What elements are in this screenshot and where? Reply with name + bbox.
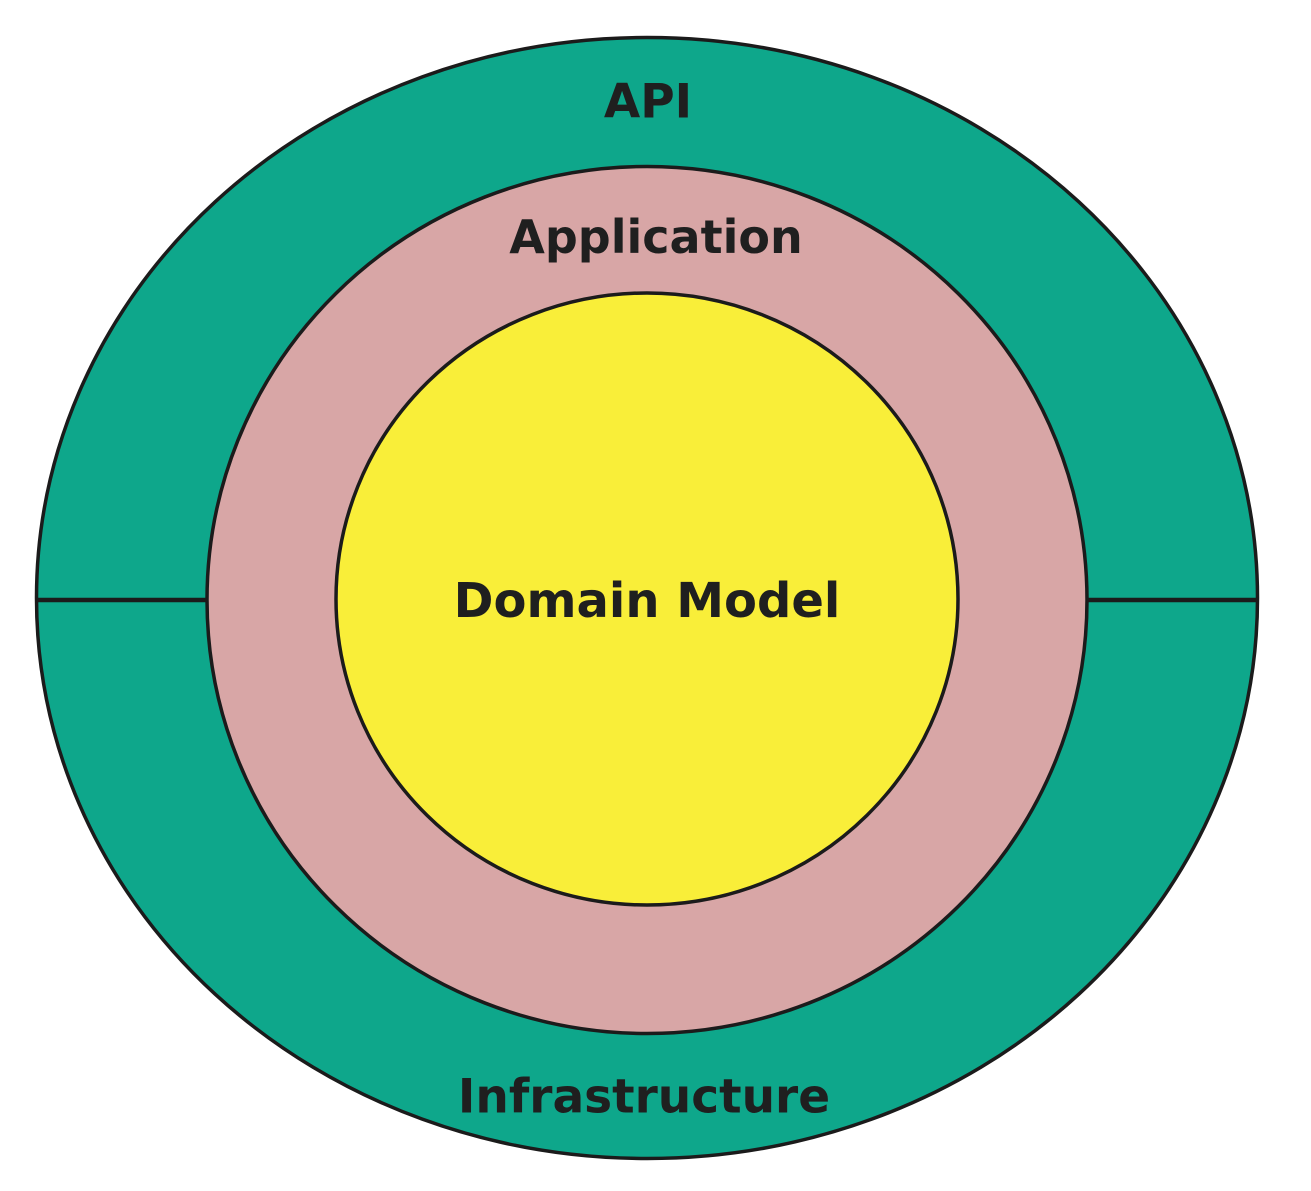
application-label: Application <box>509 210 802 264</box>
infrastructure-label: Infrastructure <box>458 1069 830 1124</box>
domain-model-label: Domain Model <box>454 573 841 629</box>
api-label: API <box>604 74 692 129</box>
domain-model-circle <box>334 291 960 907</box>
